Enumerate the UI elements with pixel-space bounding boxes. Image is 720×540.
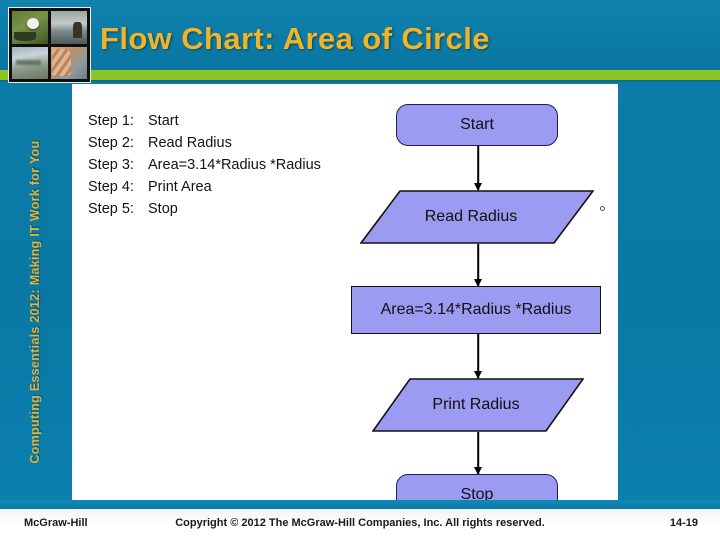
flow-node-read-radius: Read Radius (360, 190, 594, 244)
arrow-shaft (477, 244, 479, 286)
footer-page-number: 14-19 (669, 517, 698, 529)
arrow-head-icon (474, 371, 482, 379)
stray-dot-artifact (600, 206, 605, 211)
arrow-shaft (477, 334, 479, 378)
accent-rule-shadow (0, 80, 720, 82)
golf-ball-photo (12, 11, 48, 44)
step-label: Step 4: (88, 179, 134, 195)
list-item: Step 5: Stop (88, 198, 321, 220)
book-series-sidebar-label: Computing Essentials 2012: Making IT Wor… (28, 140, 42, 464)
flow-node-area-label: Area=3.14*Radius *Radius (380, 301, 572, 318)
flow-arrow-print-to-stop (473, 432, 483, 475)
arrow-shaft (477, 146, 479, 190)
step-text: Start (148, 113, 179, 129)
hand-on-fence-photo (51, 46, 87, 79)
step-text: Read Radius (148, 135, 232, 151)
slide-footer: McGraw-Hill Copyright © 2012 The McGraw-… (0, 509, 720, 540)
step-label: Step 3: (88, 157, 134, 173)
flow-node-area: Area=3.14*Radius *Radius (351, 286, 601, 334)
arrow-head-icon (474, 467, 482, 475)
list-item: Step 3: Area=3.14*Radius *Radius (88, 154, 321, 176)
flow-node-print-radius: Print Radius (372, 378, 584, 432)
steps-list: Step 1: Start Step 2: Read Radius Step 3… (88, 110, 321, 220)
flow-node-start-label: Start (460, 116, 494, 133)
step-label: Step 5: (88, 201, 134, 217)
footer-copyright: Copyright © 2012 The McGraw-Hill Compani… (175, 517, 545, 529)
list-item: Step 2: Read Radius (88, 132, 321, 154)
step-text: Area=3.14*Radius *Radius (148, 157, 321, 173)
slide-title: Flow Chart: Area of Circle (100, 21, 490, 56)
footer-publisher: McGraw-Hill (24, 517, 88, 529)
arrow-shaft (477, 432, 479, 474)
footer-accent-rule (0, 500, 720, 509)
step-label: Step 2: (88, 135, 134, 151)
header-band (0, 0, 720, 70)
arrow-head-icon (474, 279, 482, 287)
flowchart-diagram: Start Read Radius Area= (342, 96, 610, 516)
flow-arrow-area-to-print (473, 334, 483, 379)
slide-content-area: Step 1: Start Step 2: Read Radius Step 3… (72, 84, 618, 516)
list-item: Step 4: Print Area (88, 176, 321, 198)
parallelogram-shape-icon (360, 190, 594, 244)
step-label: Step 1: (88, 113, 134, 129)
arrow-head-icon (474, 183, 482, 191)
flow-arrow-start-to-read (473, 146, 483, 191)
step-text: Stop (148, 201, 178, 217)
beach-shore-photo (51, 11, 87, 44)
blurred-landscape-photo (12, 46, 48, 79)
flow-node-start: Start (396, 104, 558, 146)
list-item: Step 1: Start (88, 110, 321, 132)
flow-arrow-read-to-area (473, 244, 483, 287)
step-text: Print Area (148, 179, 212, 195)
thumbnail-grid (8, 7, 91, 83)
green-accent-rule (0, 70, 720, 80)
parallelogram-shape-icon (372, 378, 584, 432)
